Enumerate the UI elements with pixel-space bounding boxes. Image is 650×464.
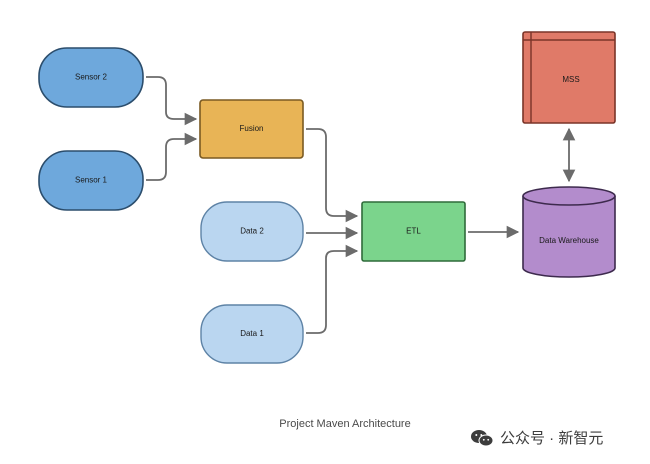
node-data-1: Data 1 <box>200 304 304 364</box>
node-fusion: Fusion <box>199 99 304 159</box>
mss-shape <box>522 31 616 124</box>
sensor-2-shape <box>38 47 144 108</box>
diagram-caption: Project Maven Architecture <box>279 418 411 430</box>
data-1-shape <box>200 304 304 364</box>
node-etl: ETL <box>361 201 466 262</box>
edge-data1-etl <box>306 244 359 334</box>
etl-label: ETL <box>406 227 421 236</box>
data-2-shape <box>200 201 304 262</box>
wechat-icon <box>471 429 494 446</box>
edge-sensor2-fusion <box>146 76 198 126</box>
fusion-shape <box>199 99 304 159</box>
etl-shape <box>361 201 466 262</box>
node-data-2: Data 2 <box>200 201 304 262</box>
edge-fusion-etl <box>306 128 359 223</box>
mss-label: MSS <box>562 75 579 84</box>
sensor-1-label: Sensor 1 <box>75 176 108 185</box>
node-data-warehouse: Data Warehouse <box>522 186 616 278</box>
data-warehouse-body <box>522 196 616 278</box>
data-1-label: Data 1 <box>240 329 264 338</box>
sensor-1-shape <box>38 150 144 211</box>
node-sensor-2: Sensor 2 <box>38 47 144 108</box>
watermark: 公众号 · 新智元 <box>470 427 603 448</box>
fusion-label: Fusion <box>239 124 263 133</box>
sensor-2-label: Sensor 2 <box>75 73 108 82</box>
node-sensor-1: Sensor 1 <box>38 150 144 211</box>
node-mss: MSS <box>522 31 616 124</box>
watermark-text: 公众号 · 新智元 <box>500 430 604 447</box>
data-warehouse-label: Data Warehouse <box>539 236 599 245</box>
data-warehouse-top <box>522 186 616 206</box>
edge-sensor1-fusion <box>146 132 198 181</box>
data-2-label: Data 2 <box>240 227 264 236</box>
